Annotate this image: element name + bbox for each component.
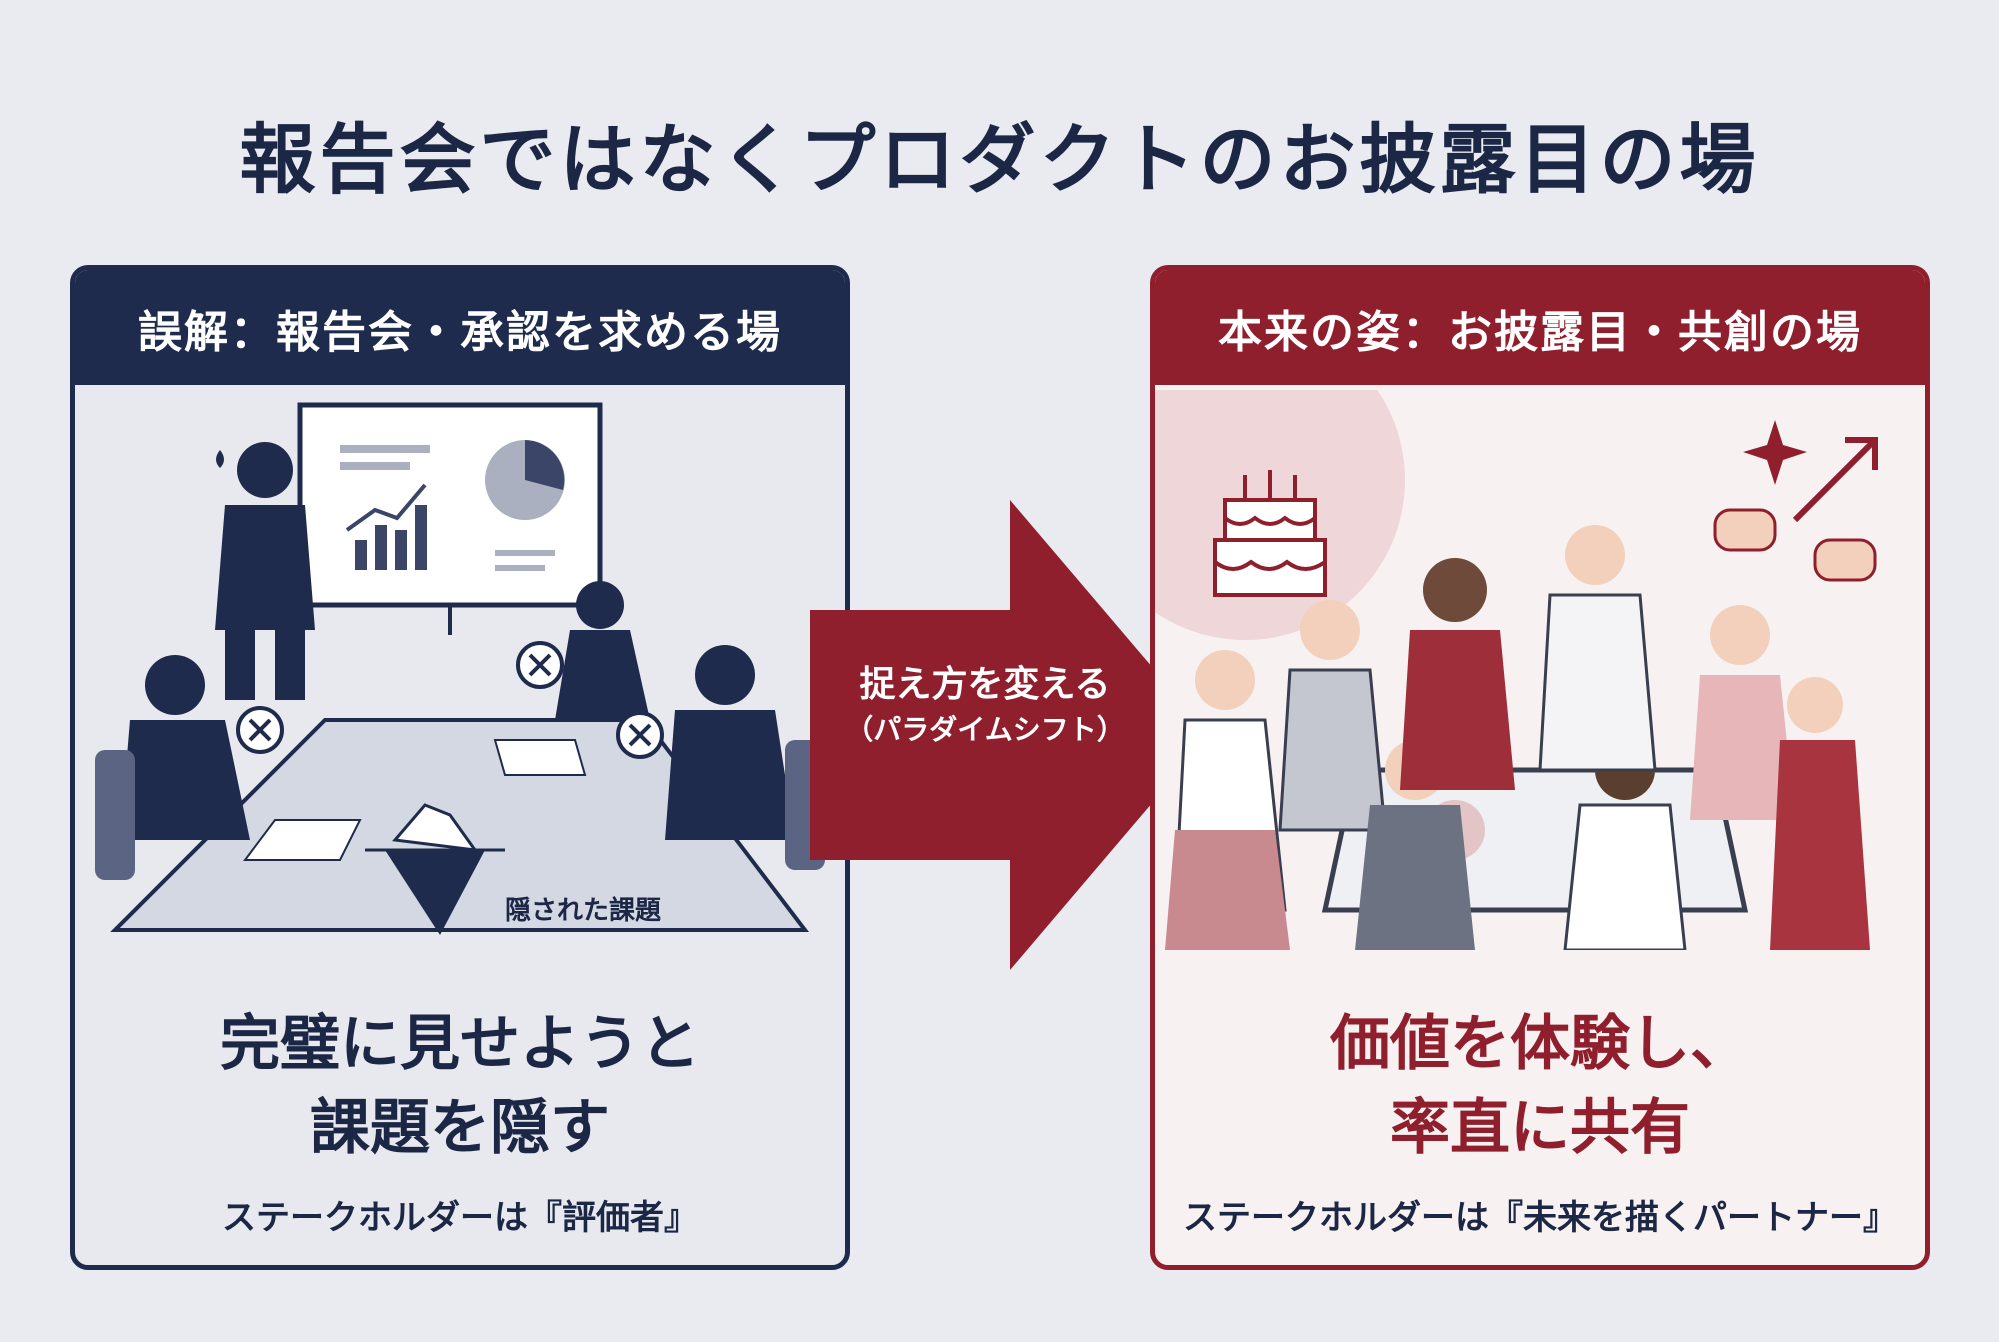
page-title: 報告会ではなくプロダクトのお披露目の場 (239, 115, 1760, 204)
stakeholder-role-text: ステークホルダーは『未来を描くパートナー』 (1183, 1198, 1897, 1238)
seated-woman-figure (555, 581, 650, 720)
misconception-caption: 完璧に見せようと 課題を隠す (75, 1002, 845, 1170)
arrow-sub-label: （パラダイムシフト） (845, 713, 1125, 746)
stakeholder-role-text: ステークホルダーは『評価者』 (222, 1198, 698, 1238)
co-creation-illustration (1155, 390, 1925, 950)
true-form-header: 本来の姿：お披露目・共創の場 (1155, 270, 1925, 385)
caption-line: 課題を隠す (310, 1093, 610, 1163)
seated-man-right-figure (665, 645, 825, 870)
caption-line: 価値を体験し、 (1330, 1009, 1750, 1079)
arrow-main-label: 捉え方を変える (859, 664, 1111, 705)
misconception-header: 誤解：報告会・承認を求める場 (75, 270, 845, 385)
seated-man-left-figure (95, 655, 250, 880)
standing-boss-figure (215, 442, 315, 700)
sparkle-icon (1743, 420, 1807, 485)
arrow-label: 捉え方を変える （パラダイムシフト） (820, 660, 1150, 750)
paradigm-shift-arrow (810, 500, 1210, 970)
true-form-panel: 本来の姿：お披露目・共創の場 (1150, 265, 1930, 1270)
iceberg-icon (365, 803, 505, 935)
pointing-hands-icon (1713, 508, 1877, 582)
presentation-screen-icon (297, 402, 603, 635)
tense-meeting-illustration (75, 390, 845, 950)
hidden-issues-label: 隠された課題 (505, 896, 662, 926)
caption-line: 率直に共有 (1390, 1093, 1690, 1163)
growth-arrow-icon (1792, 437, 1878, 523)
birthday-cake-icon (1213, 470, 1327, 597)
team-members-figures (1165, 525, 1870, 950)
misconception-panel: 誤解：報告会・承認を求める場 (70, 265, 850, 1270)
true-form-caption: 価値を体験し、 率直に共有 (1155, 1002, 1925, 1170)
caption-line: 完璧に見せようと (220, 1009, 700, 1079)
